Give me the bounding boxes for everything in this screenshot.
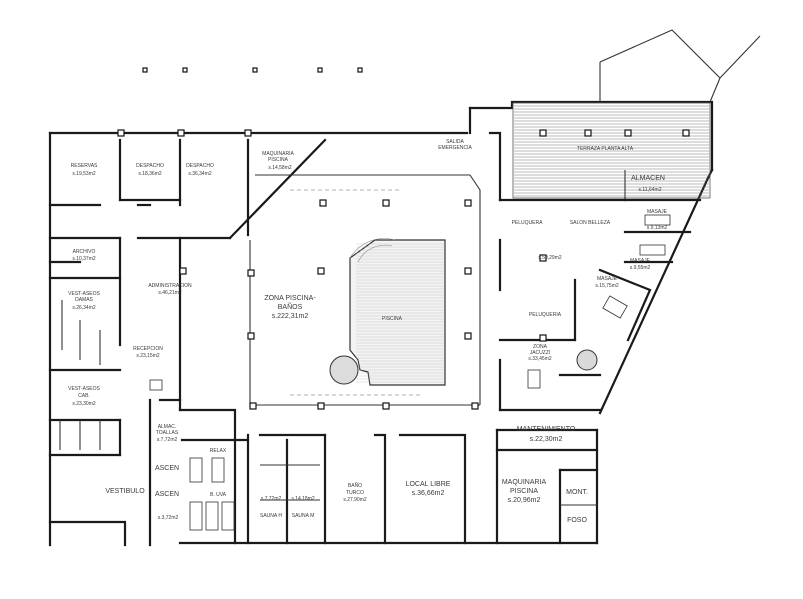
- label-vestibulo: VESTIBULO: [105, 488, 145, 495]
- jacuzzi-round: [329, 355, 359, 385]
- jacuzzi-round: [576, 349, 598, 371]
- label-despacho-1: DESPACHO: [136, 163, 164, 169]
- label-despacho-2: DESPACHO: [186, 163, 214, 169]
- label-zona-piscina-2: BAÑOS: [278, 302, 303, 311]
- label-reservas-area: s.19,53m2: [72, 171, 96, 177]
- label-despacho-1-area: s.18,36m2: [138, 171, 162, 177]
- label-vest-cab-area: s.23,30m2: [72, 401, 96, 407]
- exterior-walls: [48, 29, 761, 547]
- label-almacen: ALMACEN: [631, 175, 665, 182]
- label-mont: MONT.: [566, 489, 588, 496]
- label-administracion-area: s.46,21m2: [158, 290, 182, 296]
- left-wing-walls: [48, 138, 327, 547]
- label-maquinaria-bottom-area: s.20,96m2: [508, 497, 541, 504]
- label-sauna-h: SAUNA H: [260, 513, 282, 519]
- label-small-bottom-area: s.3,72m2: [158, 515, 179, 521]
- wall-diagonal: [598, 176, 710, 415]
- label-mantenimiento-area: s.22,30m2: [530, 436, 563, 443]
- label-masaje-1-area: s.9,13m2: [647, 225, 668, 231]
- label-almac-toallas-1: ALMAC.: [158, 424, 177, 430]
- label-masaje-2: MASAJE: [630, 258, 651, 264]
- label-vest-damas-1: VEST-ASEOS: [68, 291, 100, 297]
- label-almac-toallas-area: s.7,72m2: [157, 437, 178, 443]
- label-sauna-h-area: s.7,72m2: [261, 496, 282, 502]
- label-sauna-m: SAUNA M: [292, 513, 315, 519]
- massage-bed: [644, 214, 671, 226]
- label-jacuzzi-2: JACUZZI: [530, 350, 551, 356]
- label-foso: FOSO: [567, 517, 587, 524]
- label-piscina: PISCINA: [382, 316, 403, 322]
- label-maquinaria-top-2: PISCINA: [268, 157, 289, 163]
- pool: [329, 238, 446, 386]
- right-wing-walls: [495, 170, 702, 545]
- label-masaje-2-area: s.9,55m2: [630, 265, 651, 271]
- massage-bed: [602, 295, 628, 319]
- massage-bed: [639, 244, 666, 256]
- label-vest-cab-1: VEST-ASEOS: [68, 386, 100, 392]
- label-salon-belleza: SALON BELLEZA: [570, 220, 611, 226]
- label-almacen-area: s.11,64m2: [639, 187, 662, 193]
- label-peluqueria: PELUQUERIA: [529, 312, 562, 318]
- label-vest-damas-2: DAMAS: [75, 297, 93, 303]
- label-zona-piscina-area: s.222,31m2: [272, 313, 309, 320]
- label-almac-toallas-2: TOALLAS: [156, 430, 179, 436]
- label-bano-turco-area: s.27,90m2: [343, 497, 367, 503]
- label-ascen-1: ASCEN: [155, 465, 179, 472]
- room-labels: RESERVAS s.19,53m2 DESPACHO s.18,36m2 DE…: [68, 139, 668, 524]
- label-maquinaria-bottom-1: MAQUINARIA: [502, 479, 547, 486]
- label-salida-2: EMERGENCIA: [438, 145, 472, 151]
- wall-terrace-line: [719, 35, 761, 79]
- label-masaje-1: MASAJE: [647, 209, 668, 215]
- label-centro-area: s.59,29m2: [538, 255, 562, 261]
- label-recepcion-area: s.23,15m2: [136, 353, 160, 359]
- wall-terrace-top: [468, 100, 714, 172]
- label-b-uva: B. UVA: [210, 492, 227, 498]
- label-zona-piscina-1: ZONA PISCINA-: [264, 295, 316, 302]
- label-bano-turco-2: TURCO: [346, 490, 364, 496]
- label-maquinaria-top-area: s.14,58m2: [268, 165, 292, 171]
- label-local-libre: LOCAL LIBRE: [406, 481, 451, 488]
- label-archivo-area: s.10,37m2: [72, 256, 96, 262]
- label-vest-damas-area: s.26,34m2: [72, 305, 96, 311]
- label-sauna-m-area: s.14,18m2: [291, 496, 315, 502]
- wall-right-block: [488, 131, 502, 202]
- label-bano-turco-1: BAÑO: [348, 482, 362, 489]
- label-recepcion: RECEPCION: [133, 346, 163, 352]
- label-ascen-2: ASCEN: [155, 491, 179, 498]
- wall-terrace-roof: [599, 29, 721, 103]
- label-despacho-2-area: s.36,34m2: [188, 171, 212, 177]
- label-administracion: ADMINISTRACION: [148, 283, 192, 289]
- label-relax: RELAX: [210, 448, 227, 454]
- label-local-libre-area: s.36,66m2: [412, 490, 445, 497]
- label-peluquera: PELUQUERA: [512, 220, 544, 226]
- label-mantenimiento: MANTENIMIENTO: [517, 426, 576, 433]
- label-archivo: ARCHIVO: [73, 249, 96, 255]
- label-jacuzzi-1: ZONA: [533, 344, 548, 350]
- label-vest-cab-2: CAB.: [78, 393, 90, 399]
- label-masaje-3: MASAJE: [597, 276, 618, 282]
- label-masaje-3-area: s.15,75m2: [595, 283, 619, 289]
- pool-zone-walls: [158, 174, 481, 406]
- label-terraza: TERRAZA PLANTA ALTA: [577, 146, 634, 152]
- bottom-services-walls: [149, 379, 467, 545]
- label-salida-1: SALIDA: [446, 139, 464, 145]
- label-maquinaria-bottom-2: PISCINA: [510, 488, 538, 495]
- label-maquinaria-top-1: MAQUINARIA: [262, 151, 294, 157]
- terrace-hatch: [512, 102, 711, 199]
- columns: [117, 67, 690, 410]
- label-jacuzzi-area: s.33,45m2: [528, 356, 552, 362]
- label-reservas: RESERVAS: [71, 163, 98, 169]
